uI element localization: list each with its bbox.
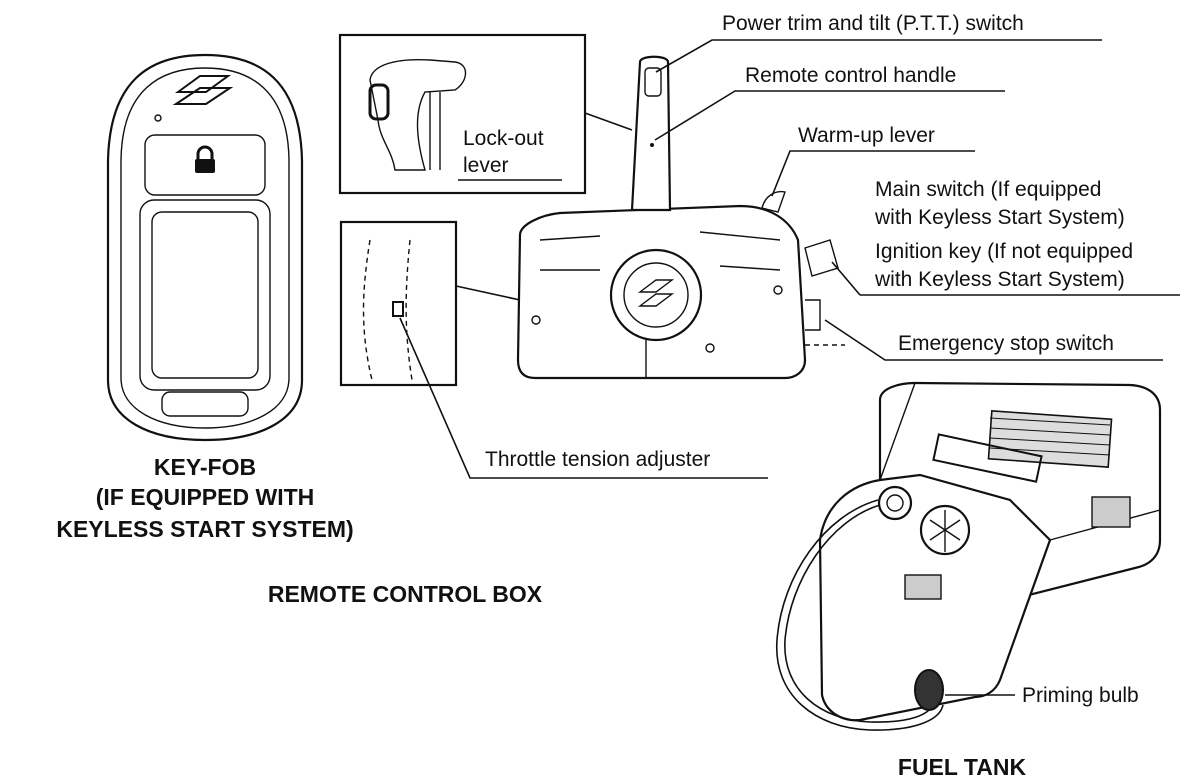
suzuki-logo-icon (172, 75, 234, 105)
throttle-tension-inset (339, 220, 768, 479)
ignition-key-label-line-1: Ignition key (If not equipped (875, 240, 1133, 263)
emergency-stop-label: Emergency stop switch (898, 332, 1114, 355)
ignition-key-label-line-2: with Keyless Start System) (874, 268, 1125, 291)
main-switch-label-line-1: Main switch (If equipped (875, 178, 1101, 201)
fuel-tank-caption: FUEL TANK (898, 754, 1027, 780)
remote-control-box-illustration (516, 55, 845, 380)
remote-control-box-caption: REMOTE CONTROL BOX (268, 581, 543, 607)
priming-bulb-label: Priming bulb (1022, 684, 1139, 707)
warmup-lever-label: Warm-up lever (798, 124, 935, 147)
remote-handle-label: Remote control handle (745, 64, 956, 87)
fuel-tank-illustration (776, 381, 1162, 731)
lockout-lever-label-line-2: lever (463, 154, 509, 177)
main-switch-label-line-2: with Keyless Start System) (874, 206, 1125, 229)
key-fob-caption-line-2: (IF EQUIPPED WITH (96, 484, 315, 510)
throttle-tension-label: Throttle tension adjuster (485, 448, 710, 471)
lockout-lever-label-line-1: Lock-out (463, 127, 544, 150)
key-fob-caption-line-3: KEYLESS START SYSTEM) (56, 516, 353, 542)
ptt-switch-label: Power trim and tilt (P.T.T.) switch (722, 12, 1024, 35)
lock-icon (195, 145, 215, 173)
key-fob-caption-line-1: KEY-FOB (154, 454, 256, 480)
key-fob-illustration (106, 53, 304, 442)
lockout-lever-inset (338, 33, 633, 195)
